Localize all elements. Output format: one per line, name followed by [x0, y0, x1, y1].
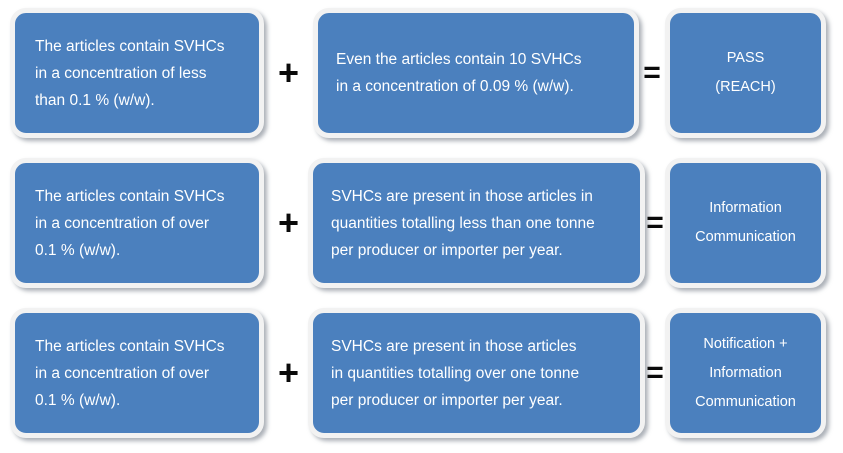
condition-line: than 0.1 % (w/w).	[35, 91, 155, 109]
plus-operator-icon: +	[277, 52, 300, 93]
outcome-box: PASS (REACH)	[665, 8, 826, 138]
outcome-box: Information Communication	[665, 158, 826, 288]
condition-line: The articles contain SVHCs	[35, 187, 225, 205]
qualifier-line: in quantities totalling over one tonne	[331, 364, 580, 382]
condition-line: in a concentration of over	[35, 214, 210, 232]
qualifier-line: in a concentration of 0.09 % (w/w).	[336, 78, 574, 95]
outcome-line: Notification +	[703, 335, 788, 352]
outcome-line: PASS	[726, 50, 765, 66]
equals-operator-icon: =	[643, 56, 661, 89]
equation-row: The articles contain SVHCs in a concentr…	[0, 8, 843, 138]
qualifier-box: Even the articles contain 10 SVHCs in a …	[313, 8, 639, 138]
condition-line: The articles contain SVHCs	[35, 37, 225, 55]
qualifier-line: per producer or importer per year.	[331, 241, 563, 259]
outcome-line: Information	[709, 200, 782, 216]
qualifier-line: per producer or importer per year.	[331, 391, 563, 409]
condition-line: in a concentration of less	[35, 64, 207, 82]
condition-line: 0.1 % (w/w).	[35, 391, 121, 409]
qualifier-line: SVHCs are present in those articles	[331, 337, 577, 355]
qualifier-box: SVHCs are present in those articles in q…	[308, 308, 645, 438]
equation-row: The articles contain SVHCs in a concentr…	[0, 158, 843, 288]
plus-operator-icon: +	[277, 352, 300, 393]
condition-box: The articles contain SVHCs in a concentr…	[10, 308, 264, 438]
outcome-line: Information	[709, 364, 782, 381]
plus-operator-icon: +	[277, 202, 300, 243]
qualifier-box: SVHCs are present in those articles in q…	[308, 158, 645, 288]
equals-operator-icon: =	[646, 356, 664, 389]
outcome-line: (REACH)	[715, 79, 776, 95]
condition-box: The articles contain SVHCs in a concentr…	[10, 8, 264, 138]
qualifier-line: SVHCs are present in those articles in	[331, 187, 593, 205]
outcome-line: Communication	[695, 393, 796, 410]
outcome-line: Communication	[695, 229, 796, 245]
condition-line: in a concentration of over	[35, 364, 210, 382]
condition-box: The articles contain SVHCs in a concentr…	[10, 158, 264, 288]
condition-line: 0.1 % (w/w).	[35, 241, 121, 259]
qualifier-line: Even the articles contain 10 SVHCs	[336, 51, 582, 68]
outcome-box: Notification + Information Communication	[665, 308, 826, 438]
condition-line: The articles contain SVHCs	[35, 337, 225, 355]
qualifier-line: quantities totalling less than one tonne	[331, 214, 595, 232]
equals-operator-icon: =	[646, 206, 664, 239]
equation-row: The articles contain SVHCs in a concentr…	[0, 308, 843, 438]
